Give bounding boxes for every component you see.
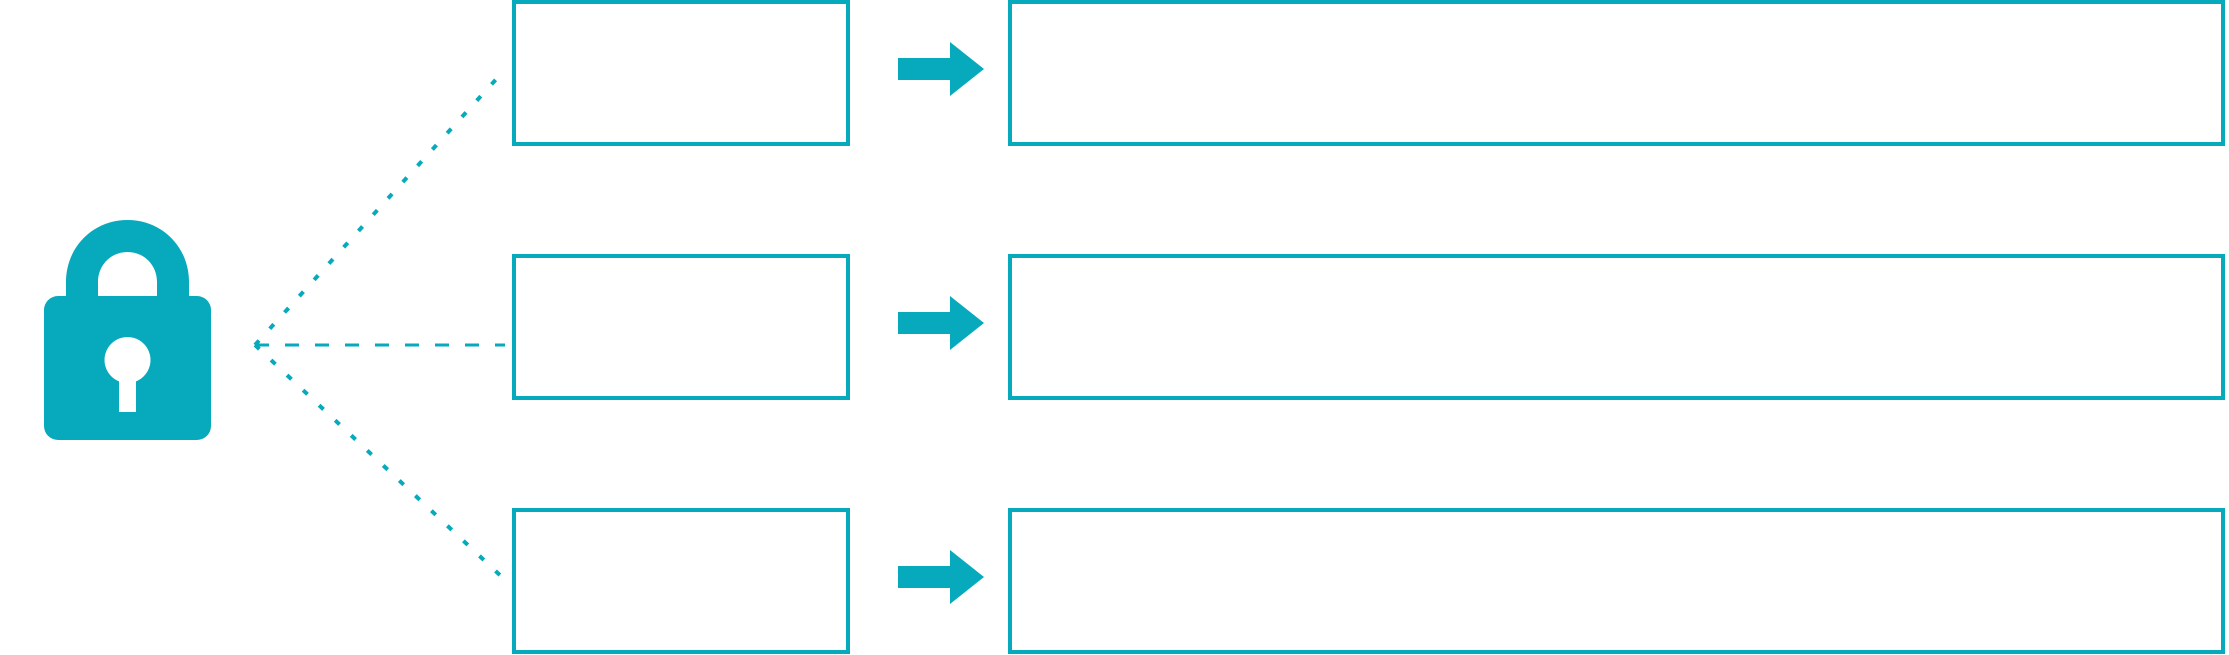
lock-icon bbox=[30, 210, 225, 445]
lock-shackle bbox=[66, 220, 189, 320]
arrow-right-icon-2 bbox=[898, 292, 984, 354]
source-box-2[interactable] bbox=[512, 254, 850, 400]
arrow-right-icon-3 bbox=[898, 546, 984, 608]
target-box-2-text bbox=[1012, 258, 2221, 396]
source-box-3-text bbox=[516, 512, 846, 650]
keyhole-circle bbox=[104, 337, 151, 383]
source-box-2-text bbox=[516, 258, 846, 396]
source-box-3[interactable] bbox=[512, 508, 850, 654]
target-box-2[interactable] bbox=[1008, 254, 2225, 400]
target-box-1-text bbox=[1012, 4, 2221, 142]
connector-line-bottom bbox=[253, 343, 505, 580]
keyhole-stem bbox=[119, 370, 136, 412]
connector-line-top bbox=[253, 73, 502, 347]
target-box-3-text bbox=[1012, 512, 2221, 650]
arrow-right-icon-1 bbox=[898, 38, 984, 100]
target-box-1[interactable] bbox=[1008, 0, 2225, 146]
target-box-3[interactable] bbox=[1008, 508, 2225, 654]
source-box-1-text bbox=[516, 4, 846, 142]
source-box-1[interactable] bbox=[512, 0, 850, 146]
